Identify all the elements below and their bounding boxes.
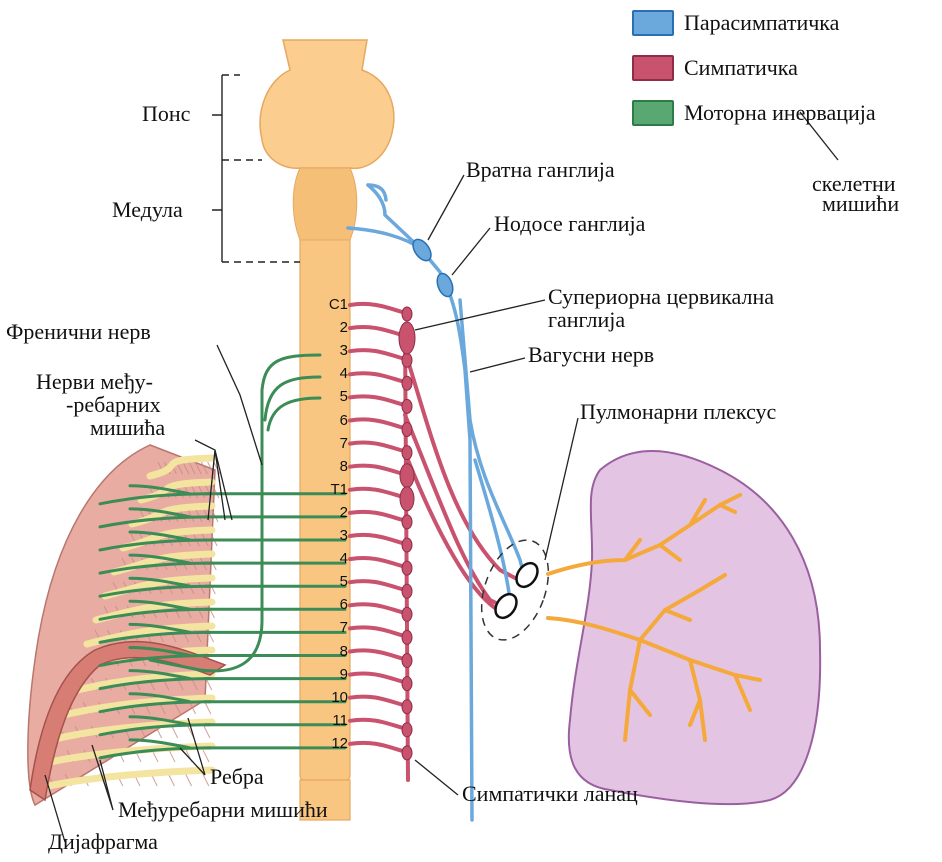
label-vagus-nerve: Вагусни нерв xyxy=(528,343,654,367)
label-intercostal-nerves-1: Нерви међу- xyxy=(36,370,153,394)
sympathetic-ramus xyxy=(350,304,406,313)
sympathetic-ganglion xyxy=(402,700,412,714)
legend-swatch-parasympathetic xyxy=(632,10,674,36)
sympathetic-ramus xyxy=(350,373,406,382)
label-pulmonary-plexus: Пулмонарни плексус xyxy=(580,400,776,424)
sympathetic-ramus xyxy=(350,697,406,706)
legend-swatch-motor xyxy=(632,100,674,126)
label-skeletal-muscles-2: мишићи xyxy=(822,192,899,216)
sympathetic-ramus xyxy=(350,419,406,428)
muscle-fiber xyxy=(172,726,178,738)
sympathetic-ganglion xyxy=(402,538,412,552)
muscle-fiber xyxy=(168,774,174,786)
sympathetic-ganglion xyxy=(402,446,412,460)
sympathetic-ramus xyxy=(350,512,406,521)
sympathetic-ganglion xyxy=(402,307,412,321)
sympathetic-rami xyxy=(350,304,406,752)
label-phrenic-nerve: Френични нерв xyxy=(6,320,151,344)
segment-label: 5 xyxy=(318,389,348,405)
label-superior-cervical-1: Супериорна цервикална xyxy=(548,285,774,309)
sympathetic-ganglion xyxy=(402,607,412,621)
sympathetic-ganglion xyxy=(402,746,412,760)
legend-label-parasympathetic: Парасимпатичка xyxy=(684,11,839,35)
segment-label: 8 xyxy=(318,459,348,475)
label-superior-cervical-2: ганглија xyxy=(548,308,625,332)
sympathetic-ramus xyxy=(350,350,406,359)
segment-label: 4 xyxy=(318,366,348,382)
legend-label-sympathetic: Симпатичка xyxy=(684,56,798,80)
sympathetic-ramus xyxy=(350,604,406,613)
segment-label: 2 xyxy=(318,320,348,336)
sympathetic-ganglion xyxy=(402,423,412,437)
label-diaphragm: Дијафрагма xyxy=(48,830,158,854)
segment-label: 9 xyxy=(318,667,348,683)
sympathetic-ganglion xyxy=(400,464,414,488)
muscle-fiber xyxy=(203,750,209,762)
segment-label: 2 xyxy=(318,505,348,521)
sympathetic-ganglion xyxy=(402,723,412,737)
sympathetic-ganglion xyxy=(400,487,414,511)
muscle-fiber xyxy=(204,726,210,738)
nodose-ganglion xyxy=(434,271,455,298)
sympathetic-ganglion xyxy=(402,677,412,691)
segment-label: 12 xyxy=(318,736,348,752)
sympathetic-ramus xyxy=(350,443,406,452)
segment-label: 10 xyxy=(318,690,348,706)
sympathetic-ganglion xyxy=(402,561,412,575)
sympathetic-ganglion xyxy=(402,376,412,390)
muscle-fiber xyxy=(186,774,192,786)
label-sympathetic-chain: Симпатички ланац xyxy=(462,782,638,806)
sympathetic-ganglion xyxy=(402,654,412,668)
label-intercostal-muscles: Међуребарни мишићи xyxy=(118,798,328,822)
label-medulla: Медула xyxy=(112,198,183,222)
segment-label: 6 xyxy=(318,597,348,613)
sympathetic-ganglion xyxy=(402,584,412,598)
sympathetic-ramus xyxy=(350,674,406,683)
label-pons: Понс xyxy=(142,102,190,126)
muscle-fiber xyxy=(169,750,175,762)
label-intercostal-nerves-3: мишића xyxy=(90,416,165,440)
sympathetic-chain xyxy=(400,330,515,780)
sympathetic-ramus xyxy=(350,650,406,659)
sympathetic-ramus xyxy=(350,627,406,636)
segment-label: 4 xyxy=(318,551,348,567)
sympathetic-ramus xyxy=(350,466,406,475)
sympathetic-ganglion xyxy=(402,353,412,367)
muscle-fiber xyxy=(205,702,211,714)
muscle-fiber xyxy=(203,774,209,786)
segment-label: 6 xyxy=(318,413,348,429)
segment-label: 3 xyxy=(318,343,348,359)
sympathetic-ramus xyxy=(350,720,406,729)
label-ribs: Ребра xyxy=(210,765,264,789)
sympathetic-ramus xyxy=(350,327,406,336)
label-cervical-ganglion: Вратна ганглија xyxy=(466,158,615,182)
sympathetic-ramus xyxy=(350,743,406,752)
vagus-nerve xyxy=(348,185,524,820)
segment-label: 8 xyxy=(318,644,348,660)
legend-swatch-sympathetic xyxy=(632,55,674,81)
sympathetic-ganglion xyxy=(402,399,412,413)
segment-label: 11 xyxy=(318,713,348,729)
superior-cervical-ganglion xyxy=(399,322,415,354)
segment-label: 3 xyxy=(318,528,348,544)
legend-label-motor: Моторна инервација xyxy=(684,101,876,125)
sympathetic-ramus xyxy=(350,581,406,590)
segment-label: 5 xyxy=(318,574,348,590)
sympathetic-ganglion xyxy=(402,630,412,644)
sympathetic-ramus xyxy=(350,558,406,567)
sympathetic-ramus xyxy=(350,396,406,405)
sympathetic-ramus xyxy=(350,489,406,498)
sympathetic-ramus xyxy=(350,535,406,544)
sympathetic-ganglion xyxy=(402,515,412,529)
segment-label: 7 xyxy=(318,620,348,636)
segment-label: 7 xyxy=(318,436,348,452)
label-nodose-ganglion: Нодосе ганглија xyxy=(494,212,645,236)
segment-label: T1 xyxy=(318,482,348,498)
segment-label: C1 xyxy=(318,297,348,313)
label-intercostal-nerves-2: -ребарних xyxy=(66,393,161,417)
